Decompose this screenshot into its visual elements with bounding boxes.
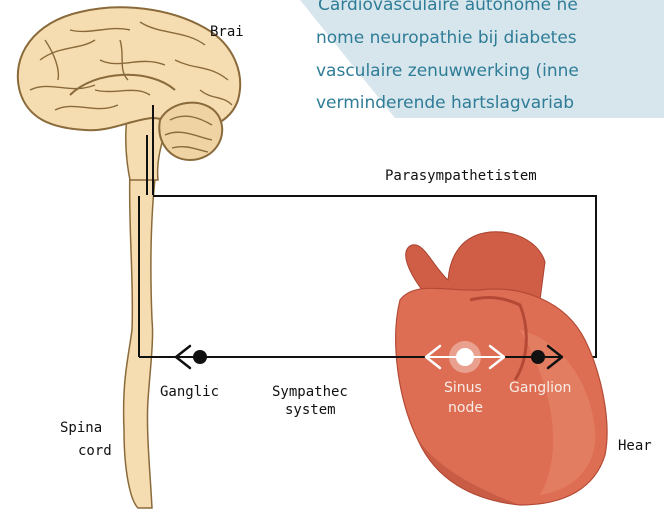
spinal-label-1: Spinа	[60, 420, 102, 436]
brain-cerebellum	[159, 103, 222, 160]
sympathetic-label-1: Sympathec	[272, 384, 348, 400]
heart-label: Hear	[618, 438, 652, 454]
caption-line-1: Cardiovasculaire autonome ne	[318, 0, 578, 15]
ganglion-left-dot	[193, 350, 207, 364]
parasympathetic-label: Parasympathetistem	[385, 168, 537, 184]
sinus-node-dot	[456, 348, 474, 366]
ganglion-left-label: Ganglic	[160, 384, 219, 400]
caption-line-4: verminderende hartslagvariab	[316, 93, 574, 113]
caption-line-3: vasculaire zenuwwerking (inne	[316, 61, 579, 81]
caption-line-2: nome neuropathie bij diabetes	[316, 28, 577, 48]
ganglion-heart-label: Ganglion	[509, 380, 571, 396]
sinus-label-2: node	[448, 400, 483, 416]
ganglion-heart-dot	[531, 350, 545, 364]
brain-label: Brai	[210, 24, 244, 40]
sympathetic-label-2: system	[285, 402, 336, 418]
spinal-label-2: cord	[78, 443, 112, 459]
sinus-label-1: Sinus	[444, 380, 482, 396]
heart-illustration	[396, 232, 607, 505]
